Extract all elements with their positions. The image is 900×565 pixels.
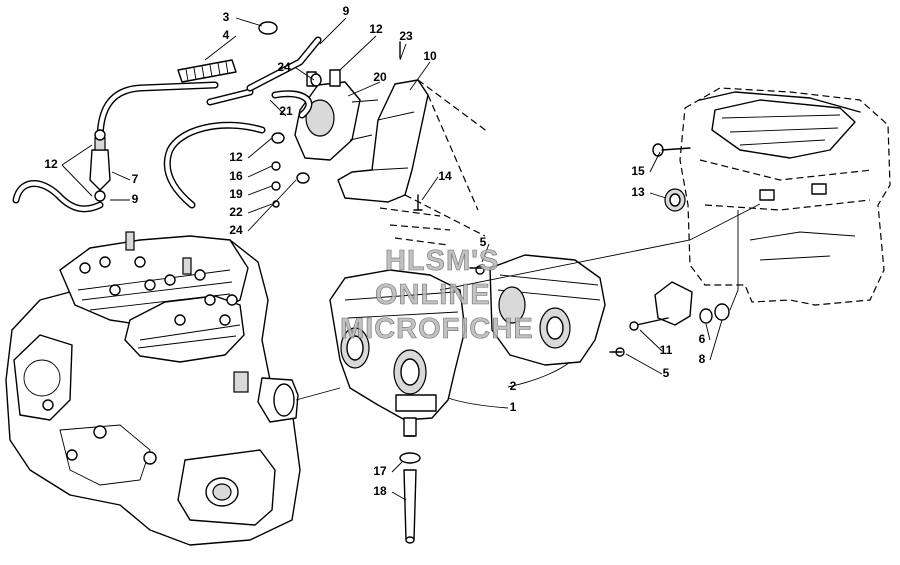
engine-block-illustration — [5, 231, 301, 546]
callout-label: 18 — [373, 484, 387, 498]
callout-label: 4 — [223, 28, 230, 42]
fuel-hoses-illustration — [12, 21, 322, 213]
callout-label: 24 — [229, 223, 243, 237]
callout-label: 12 — [229, 150, 243, 164]
callout-label: 3 — [223, 10, 230, 24]
callout-label: 7 — [132, 172, 139, 186]
watermark-line-2: ONLINE — [375, 279, 491, 311]
fuel-pump-and-bracket-illustration — [294, 41, 489, 246]
watermark: HLSM'S ONLINE MICROFICHE — [340, 245, 534, 346]
callout-label: 22 — [229, 205, 243, 219]
carburetor-adapter-boot-illustration — [469, 254, 625, 366]
callout-label: 16 — [229, 169, 243, 183]
watermark-line-3: MICROFICHE — [340, 313, 534, 345]
airbox-mount-parts-illustration — [629, 143, 730, 331]
air-silencer-box-illustration — [679, 87, 891, 306]
callout-label: 10 — [423, 49, 437, 63]
leader-lines — [61, 17, 761, 501]
callout-label: 19 — [229, 187, 243, 201]
callout-label: 6 — [699, 332, 706, 346]
callout-label: 13 — [631, 185, 645, 199]
callout-label: 9 — [132, 192, 139, 206]
callout-label: 11 — [660, 343, 673, 357]
carburetor-illustration — [329, 269, 466, 437]
callout-label: 1 — [510, 400, 517, 414]
callout-label: 5 — [480, 235, 487, 249]
drain-tube-illustration — [399, 452, 421, 544]
callout-label: 8 — [699, 352, 706, 366]
callout-label: 17 — [373, 464, 387, 478]
callout-label: 24 — [277, 60, 291, 74]
callout-label: 21 — [279, 104, 293, 118]
callout-label: 15 — [631, 164, 645, 178]
callout-label: 20 — [373, 70, 387, 84]
callout-label: 5 — [663, 366, 670, 380]
callout-label: 9 — [343, 4, 350, 18]
callout-label: 23 — [399, 29, 413, 43]
callout-label: 2 — [510, 379, 517, 393]
callout-label: 14 — [438, 169, 452, 183]
watermark-line-1: HLSM'S — [385, 245, 499, 277]
callout-label: 12 — [369, 22, 383, 36]
callout-label: 12 — [44, 157, 58, 171]
